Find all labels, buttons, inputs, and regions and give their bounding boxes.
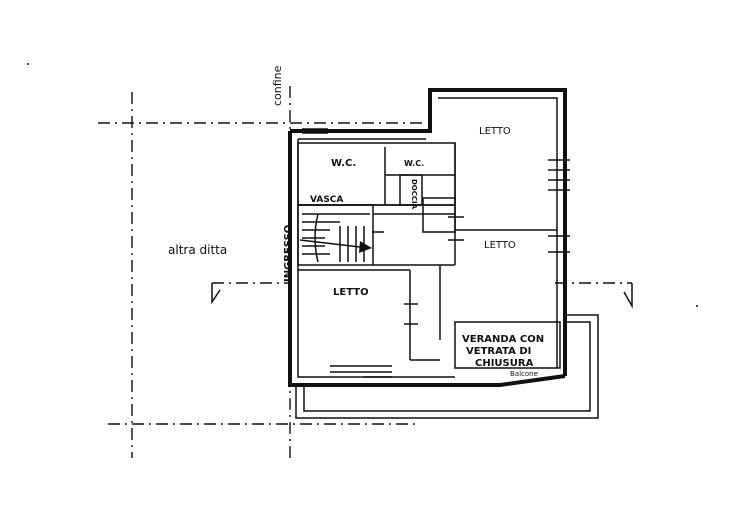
balcony-label: Balcone xyxy=(510,370,538,378)
stair-treads xyxy=(302,213,370,263)
veranda-label-line-2: VETRATA DI xyxy=(466,346,531,357)
balcony-outline xyxy=(295,314,599,419)
wc-small-label: W.C. xyxy=(404,159,424,168)
room-top-right-label: LETTO xyxy=(479,126,511,137)
wc-main-label: W.C. xyxy=(331,158,356,169)
veranda-label-line-3: CHIUSURA xyxy=(475,358,534,369)
entrance-label: INGRESSO xyxy=(283,225,294,282)
doccia-label: DOCCIA xyxy=(410,179,418,210)
windows xyxy=(302,128,570,378)
boundary-lines xyxy=(98,86,633,460)
veranda-label-line-1: VERANDA CON xyxy=(462,334,544,345)
scan-dot xyxy=(27,63,29,65)
confine-label: confine xyxy=(271,65,284,106)
vasca-label: VASCA xyxy=(310,195,343,205)
neighbor-label: altra ditta xyxy=(168,243,227,257)
door-markers xyxy=(372,216,464,325)
interior-walls xyxy=(297,142,561,369)
room-left-label: LETTO xyxy=(333,287,369,298)
scan-dot xyxy=(696,305,698,307)
room-mid-right-label: LETTO xyxy=(484,240,516,251)
entrance-arrow-icon xyxy=(299,239,372,253)
